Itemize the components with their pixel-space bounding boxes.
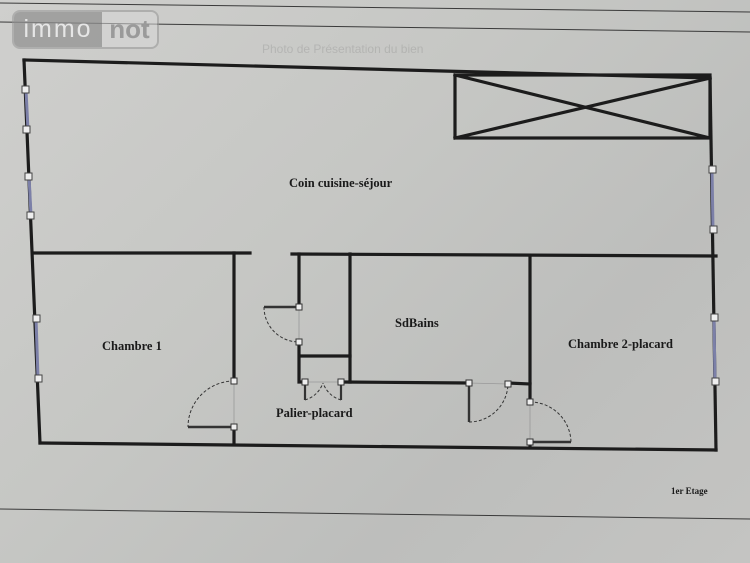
floor-label: 1er Etage <box>671 486 708 496</box>
window-icon <box>708 165 718 234</box>
window-icon <box>24 172 35 220</box>
bleed-through-text: Photo de Présentation du bien <box>262 42 424 56</box>
stairwell-box <box>453 73 712 140</box>
watermark-left-text: immo <box>14 12 102 47</box>
window-icon <box>710 313 720 386</box>
paper-edge-bottom <box>0 508 750 520</box>
wall-right <box>708 76 718 452</box>
immonot-watermark-logo: immo not <box>12 10 159 49</box>
door-swing-icon <box>465 379 512 423</box>
wall-sdbains-bottom <box>340 380 470 385</box>
room-label-chambre2: Chambre 2-placard <box>568 337 673 351</box>
window-icon <box>21 85 31 134</box>
door-swing-icon <box>263 303 303 346</box>
windows <box>21 85 720 386</box>
paper-edge-top <box>0 2 750 13</box>
doors <box>187 303 572 446</box>
door-swing-icon <box>526 398 572 446</box>
room-label-sejour: Coin cuisine-séjour <box>289 176 393 190</box>
wall-closet-lower <box>297 340 307 384</box>
window-icon <box>32 314 43 383</box>
room-label-palier: Palier-placard <box>276 406 353 420</box>
door-swing-icon <box>187 377 238 431</box>
stairwell-diag-2 <box>453 76 712 140</box>
room-label-sdbains: SdBains <box>395 316 439 330</box>
wall-sdbains-bottom-right <box>506 381 532 386</box>
door-swing-icon <box>301 378 345 401</box>
room-label-chambre1: Chambre 1 <box>102 339 162 353</box>
walls <box>22 58 718 452</box>
watermark-right-text: not <box>102 12 157 47</box>
wall-rooms-top <box>290 252 718 258</box>
wall-bottom <box>38 441 718 452</box>
